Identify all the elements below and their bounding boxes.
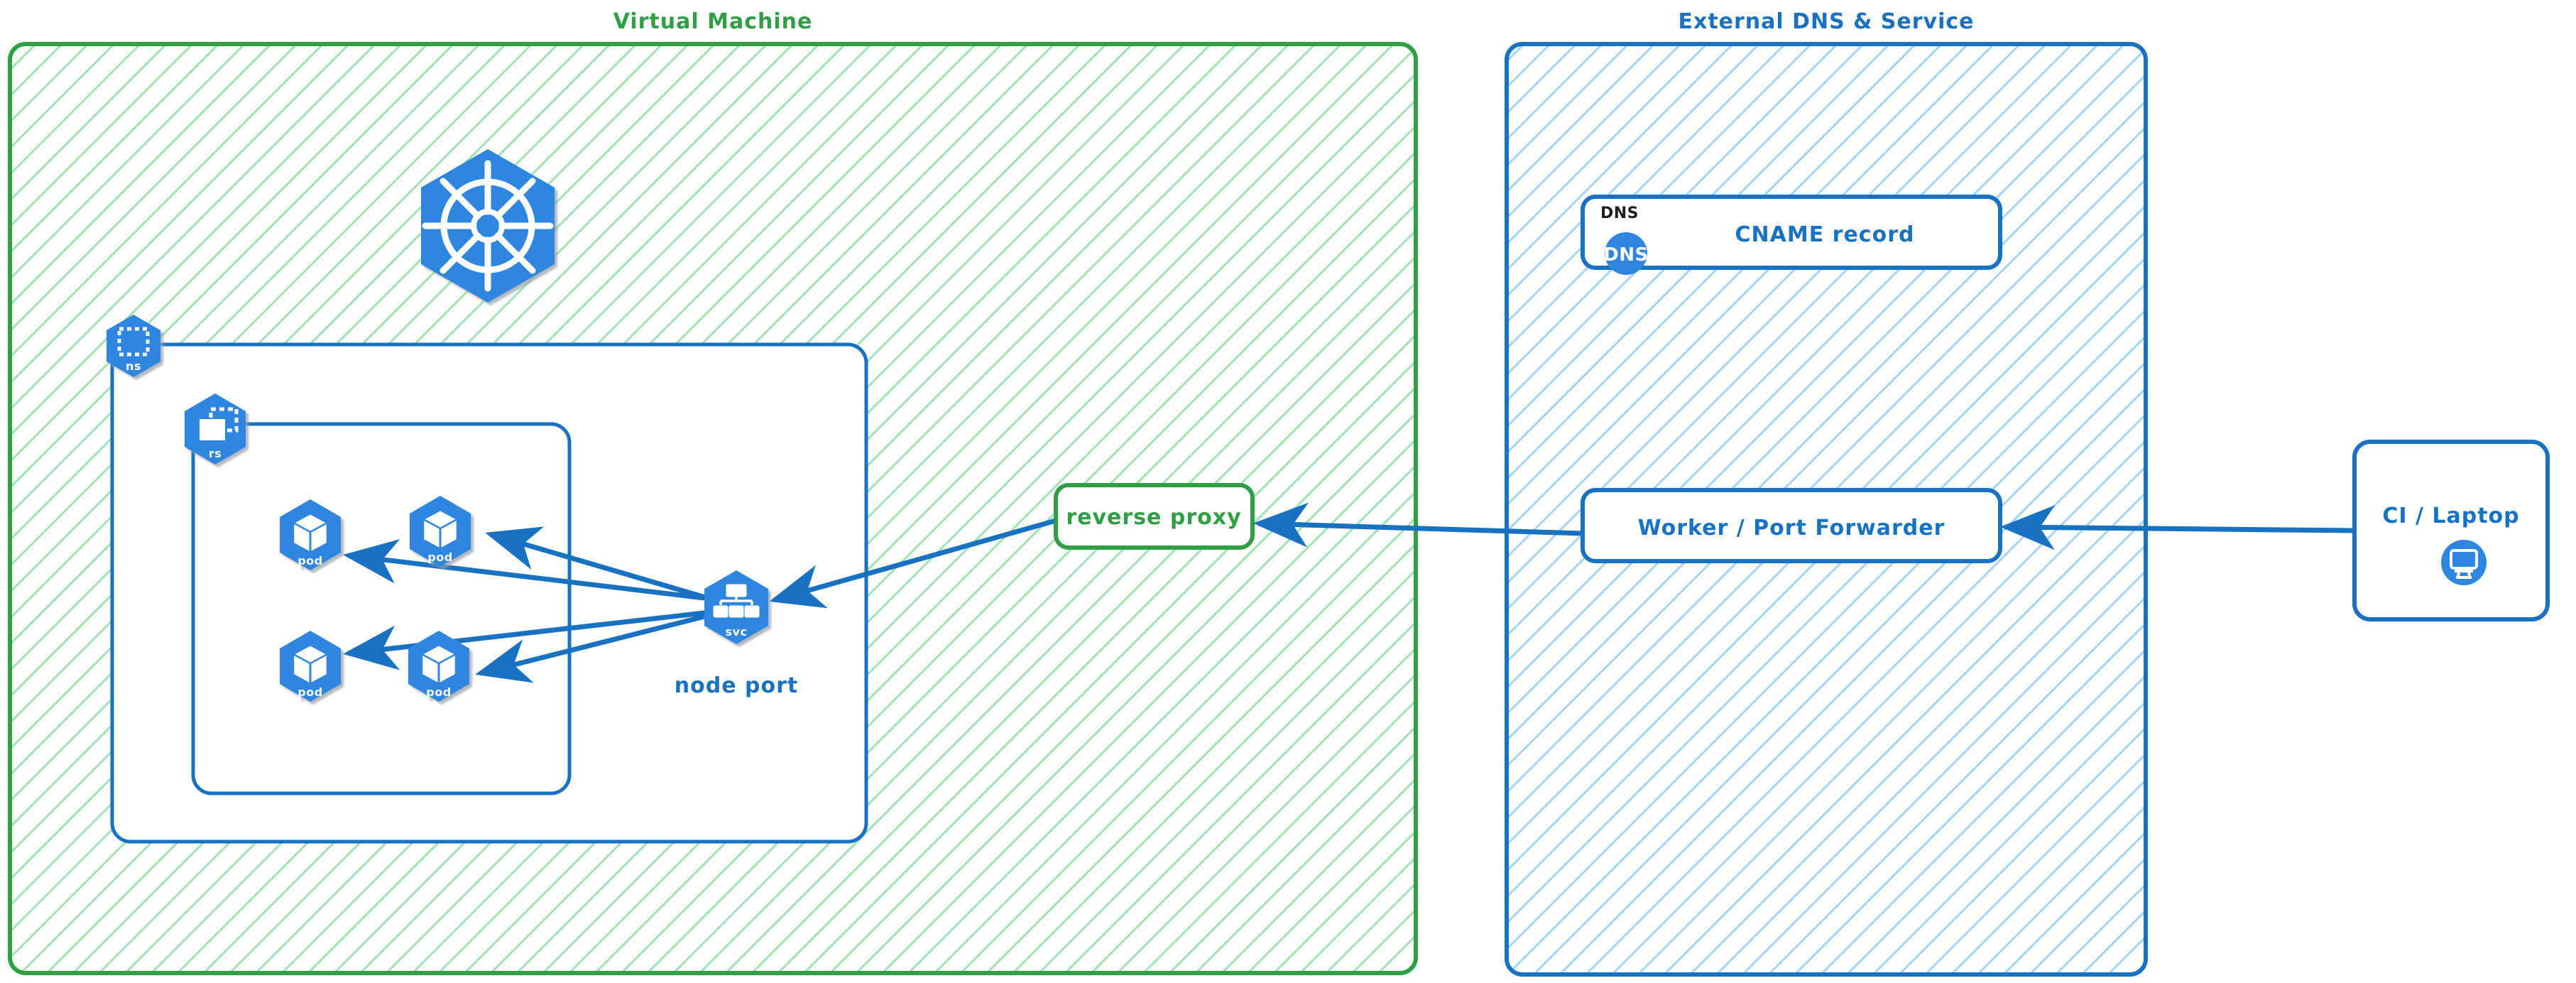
service-tree-icon: svc [704, 570, 768, 644]
cname-record-label: CNAME record [1735, 222, 1915, 247]
worker-port-forwarder-label: Worker / Port Forwarder [1638, 516, 1945, 541]
dns-card[interactable]: DNS DNS CNAME record [1581, 195, 2002, 275]
arrow-svc-to-pod-3 [343, 609, 711, 670]
replicaset-caption: rs [209, 447, 222, 460]
pod-caption: pod [298, 554, 322, 567]
pod-cube-icon: pod [280, 631, 341, 702]
namespace-caption: ns [126, 359, 141, 373]
virtual-machine-title: Virtual Machine [613, 9, 813, 34]
replicaset-icon: rs [185, 393, 246, 465]
external-dns-service-title: External DNS & Service [1678, 9, 1974, 34]
worker-port-forwarder-frame[interactable] [1581, 488, 2002, 563]
namespace-icon: ns [107, 315, 160, 377]
desktop-monitor-icon [2441, 540, 2487, 585]
arrow-svc-to-pod-4 [475, 612, 711, 683]
dns-card-frame[interactable] [1581, 195, 2002, 270]
reverse-proxy-box[interactable]: reverse proxy [1054, 483, 1255, 550]
arrow-svc-to-pod-1 [343, 539, 711, 602]
arrow-worker-to-reverse-proxy [1253, 502, 1583, 548]
reverse-proxy-label: reverse proxy [1066, 505, 1241, 530]
arrow-svc-to-pod-2 [485, 526, 711, 602]
ci-laptop-label: CI / Laptop [2382, 504, 2519, 528]
kubernetes-wheel-icon [421, 149, 555, 303]
dns-circle-icon [1605, 232, 1647, 275]
arrows [343, 502, 2355, 683]
reverse-proxy-frame[interactable] [1054, 483, 1255, 550]
arrow-reverse-proxy-to-svc [769, 518, 1057, 609]
node-port-label: node port [675, 673, 798, 698]
pod-caption: pod [426, 685, 451, 699]
replicaset-container [191, 422, 572, 795]
dns-card-header: DNS [1600, 205, 1639, 222]
pod-cube-icon: pod [410, 496, 471, 567]
dns-circle-label: DNS [1603, 244, 1649, 266]
pod-cube-icon: pod [280, 499, 341, 570]
ci-laptop-box[interactable]: CI / Laptop [2352, 440, 2550, 621]
pod-caption: pod [427, 550, 452, 564]
arrow-ci-to-worker [2000, 505, 2355, 550]
pod-cube-icon: pod [408, 631, 469, 702]
ci-laptop-frame[interactable] [2352, 440, 2550, 621]
service-caption: svc [726, 625, 748, 639]
worker-port-forwarder-box[interactable]: Worker / Port Forwarder [1581, 488, 2002, 563]
pod-caption: pod [298, 685, 322, 699]
